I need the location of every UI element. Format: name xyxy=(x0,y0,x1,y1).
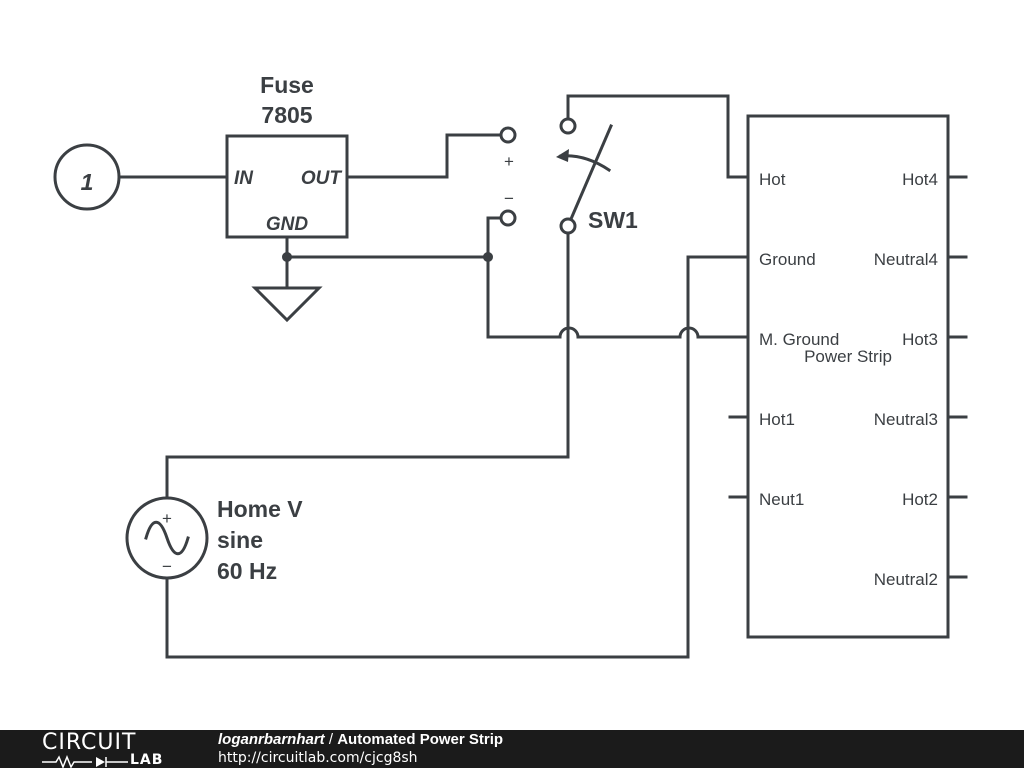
switch-sw1[interactable]: + − SW1 xyxy=(499,117,638,235)
source-minus-label: − xyxy=(162,557,172,576)
pin-in-label: IN xyxy=(234,168,254,189)
circuit-url-link[interactable]: http://circuitlab.com/cjcg8sh xyxy=(218,750,418,766)
pin-label-ground: Ground xyxy=(759,250,816,269)
circuitlab-logo[interactable]: CIRCUIT LAB xyxy=(42,730,177,769)
logo-waveform-icon xyxy=(42,755,128,769)
footer-title-line: loganrbarnhart / Automated Power Strip xyxy=(218,731,503,749)
regulator-name: Fuse xyxy=(260,72,314,98)
pin-label-hot2: Hot2 xyxy=(902,490,938,509)
switch-top-terminal[interactable] xyxy=(559,117,577,135)
sine-wave-icon xyxy=(144,520,190,556)
wire-switch-to-source-plus[interactable] xyxy=(165,232,570,500)
pin-gnd-label: GND xyxy=(266,214,309,235)
author-link[interactable]: loganrbarnhart xyxy=(218,731,325,748)
regulator-part: 7805 xyxy=(261,102,312,128)
pin-label-hot1: Hot1 xyxy=(759,410,795,429)
source-plus-label: + xyxy=(162,509,172,528)
wire-minus-to-bus[interactable] xyxy=(486,216,502,259)
junction-dot xyxy=(483,252,493,262)
circuit-title[interactable]: Automated Power Strip xyxy=(337,731,504,748)
pin-label-hot4: Hot4 xyxy=(902,170,938,189)
switch-blade[interactable] xyxy=(569,124,613,221)
switch-minus-terminal[interactable] xyxy=(499,209,517,227)
pin-label-hot: Hot xyxy=(759,170,786,189)
logo-text-circuit: CIRCUIT xyxy=(42,730,137,755)
pin-label-hot3: Hot3 xyxy=(902,330,938,349)
pin-label-m-ground: M. Ground xyxy=(759,330,839,349)
switch-name: SW1 xyxy=(588,207,638,233)
schematic-canvas: 1 Fuse 7805 IN OUT GND + − SW1 xyxy=(53,72,968,659)
ground-symbol-icon[interactable] xyxy=(251,286,323,323)
node-1-label: 1 xyxy=(81,169,94,195)
source-frequency: 60 Hz xyxy=(217,558,277,584)
pin-label-neutral4: Neutral4 xyxy=(874,250,938,269)
wire-out-to-plus[interactable] xyxy=(345,133,502,179)
power-strip[interactable]: Power Strip Hot Ground M. Ground Hot1 Ne… xyxy=(728,114,968,639)
wire-source-minus-to-ground[interactable] xyxy=(165,255,750,659)
power-strip-name: Power Strip xyxy=(804,347,892,366)
junction-dot xyxy=(282,252,292,262)
switch-bottom-terminal[interactable] xyxy=(559,217,577,235)
node-1[interactable]: 1 xyxy=(53,143,121,211)
regulator-7805[interactable]: Fuse 7805 IN OUT GND xyxy=(225,72,349,239)
logo-text-lab: LAB xyxy=(130,752,164,768)
pin-label-neutral2: Neutral2 xyxy=(874,570,938,589)
footer-caption: loganrbarnhart / Automated Power Strip h… xyxy=(218,731,503,767)
pin-out-label: OUT xyxy=(301,168,343,189)
source-name: Home V xyxy=(217,496,303,522)
title-separator: / xyxy=(324,731,338,748)
switch-minus-label: − xyxy=(504,189,514,208)
footer-bar: CIRCUIT LAB loganrbarnhart / Automated P… xyxy=(0,730,1024,769)
wire-bus-to-m-ground[interactable] xyxy=(486,255,750,339)
wires xyxy=(117,94,750,659)
ac-source[interactable]: + − Home V sine 60 Hz xyxy=(125,496,303,584)
switch-arrowhead-icon xyxy=(556,149,569,162)
pin-label-neutral3: Neutral3 xyxy=(874,410,938,429)
switch-plus-label: + xyxy=(504,152,514,171)
switch-plus-terminal[interactable] xyxy=(499,126,517,144)
wire-switch-top-to-hot[interactable] xyxy=(566,94,750,179)
source-type: sine xyxy=(217,527,263,553)
pin-label-neut1: Neut1 xyxy=(759,490,804,509)
